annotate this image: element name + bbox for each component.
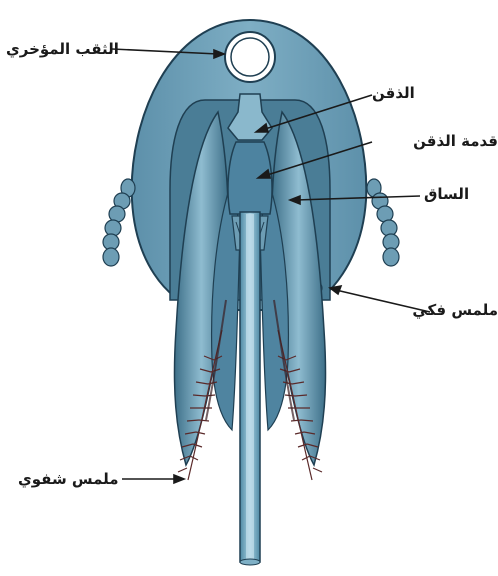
right-antenna xyxy=(367,179,399,266)
label-labial-palp: ملمس شفوي xyxy=(18,470,119,488)
label-submentum: قدمة الذقن xyxy=(376,132,498,150)
label-anus: الثقب المؤخري xyxy=(6,40,119,58)
label-stipes: الساق xyxy=(424,185,469,203)
label-mentum: الذقن xyxy=(372,84,415,102)
label-maxillary-palp: ملمس فكي xyxy=(412,301,498,319)
left-antenna xyxy=(103,179,135,266)
anus-ring xyxy=(225,32,275,82)
